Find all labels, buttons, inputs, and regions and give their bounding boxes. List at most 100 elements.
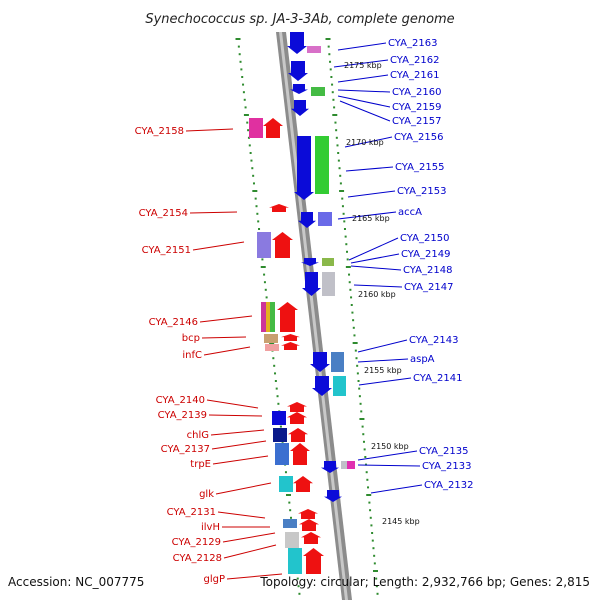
ruler-tick <box>255 205 258 208</box>
gene-label-cya-2161[interactable]: CYA_2161 <box>390 70 439 81</box>
ruler-tick <box>349 288 352 291</box>
gene-label-cya-2141[interactable]: CYA_2141 <box>413 373 462 384</box>
gene-chlG-feature <box>273 428 287 442</box>
gene-label-bcp[interactable]: bcp <box>182 333 200 344</box>
gene-cya-2154-feature <box>269 204 289 212</box>
gene-label-glgp[interactable]: glgP <box>203 574 225 585</box>
gene-cya-2131-feature <box>283 519 297 528</box>
gene-label-cya-2160[interactable]: CYA_2160 <box>392 87 441 98</box>
leader-glk <box>215 482 272 495</box>
gene-label-cya-2139[interactable]: CYA_2139 <box>158 410 207 421</box>
ruler-tick <box>341 205 344 208</box>
gene-trpE-feature <box>290 443 310 465</box>
leader-infC <box>203 346 251 356</box>
ruler-tick <box>252 190 258 192</box>
ruler-tick <box>235 38 241 40</box>
gene-label-cya-2154[interactable]: CYA_2154 <box>139 208 188 219</box>
gene-label-cya-2149[interactable]: CYA_2149 <box>401 249 450 260</box>
ruler-tick <box>331 91 334 94</box>
gene-label-cya-2156[interactable]: CYA_2156 <box>394 132 443 143</box>
gene-cya-2133b-feature <box>347 461 355 469</box>
gene-label-cya-2137[interactable]: CYA_2137 <box>161 444 210 455</box>
gene-label-cya-2159[interactable]: CYA_2159 <box>392 102 441 113</box>
gene-label-cya-2129[interactable]: CYA_2129 <box>172 537 221 548</box>
leader-cya-2137 <box>211 440 267 450</box>
gene-label-cya-2162[interactable]: CYA_2162 <box>390 55 439 66</box>
gene-label-cya-2155[interactable]: CYA_2155 <box>395 162 444 173</box>
leader-cya-2159 <box>337 95 391 108</box>
ruler-tick <box>277 402 280 405</box>
gene-label-cya-2151[interactable]: CYA_2151 <box>142 245 191 256</box>
ruler-tick <box>263 281 266 284</box>
gene-label-cya-2157[interactable]: CYA_2157 <box>392 116 441 127</box>
ruler-tick <box>362 433 365 436</box>
leader-cya-2149 <box>350 253 400 264</box>
gene-cya-2156-feature <box>294 136 314 200</box>
gene-label-cya-2163[interactable]: CYA_2163 <box>388 38 437 49</box>
gene-label-cya-2140[interactable]: CYA_2140 <box>156 395 205 406</box>
leader-cya-2151 <box>192 241 245 251</box>
gene-label-chlg[interactable]: chlG <box>187 430 209 441</box>
leader-aspA <box>357 358 409 363</box>
gene-infC-b-feature <box>281 342 300 350</box>
ruler-tick <box>371 539 374 542</box>
gene-accA-feature <box>318 212 332 226</box>
gene-label-glk[interactable]: glk <box>199 489 214 500</box>
ruler-tick <box>375 577 378 580</box>
leader-cya-2156 <box>344 136 393 148</box>
gene-cya-2159-feature <box>311 87 325 96</box>
leader-cya-2133 <box>357 464 421 467</box>
gene-cya-2146b-feature <box>277 302 298 332</box>
gene-label-cya-2135[interactable]: CYA_2135 <box>419 446 468 457</box>
gene-infC-feature <box>265 344 279 351</box>
leader-cya-2147 <box>353 284 403 288</box>
ruler-tick <box>337 159 340 162</box>
ruler-tick <box>339 182 342 185</box>
ruler-tick <box>244 106 247 109</box>
gene-cya-2135-feature <box>321 461 339 473</box>
gene-label-cya-2150[interactable]: CYA_2150 <box>400 233 449 244</box>
ruler-tick <box>352 342 358 344</box>
gene-label-cya-2143[interactable]: CYA_2143 <box>409 335 458 346</box>
gene-label-cya-2128[interactable]: CYA_2128 <box>173 553 222 564</box>
gene-label-cya-2158[interactable]: CYA_2158 <box>135 126 184 137</box>
gene-label-cya-2132[interactable]: CYA_2132 <box>424 480 473 491</box>
ruler-tick <box>351 311 354 314</box>
ruler-tick <box>327 45 330 48</box>
gene-label-trpe[interactable]: trpE <box>190 459 211 470</box>
gene-cya-2151b-feature <box>272 232 293 258</box>
gene-label-cya-2146[interactable]: CYA_2146 <box>149 317 198 328</box>
ruler-tick <box>363 448 366 451</box>
gene-label-cya-2148[interactable]: CYA_2148 <box>403 265 452 276</box>
gene-label-infc[interactable]: infC <box>182 350 202 361</box>
gene-label-cya-2153[interactable]: CYA_2153 <box>397 186 446 197</box>
gene-label-ilvh[interactable]: ilvH <box>201 522 220 533</box>
leader-cya-2158 <box>185 128 234 132</box>
ruler-tick <box>247 129 250 132</box>
ruler-tick <box>335 129 338 132</box>
gene-chlG-b-feature <box>288 428 308 442</box>
ruler-tick <box>332 98 335 101</box>
leader-cya-2154 <box>189 211 238 214</box>
gene-label-aspa[interactable]: aspA <box>410 354 435 365</box>
ruler-tick <box>370 524 373 527</box>
gene-label-cya-2131[interactable]: CYA_2131 <box>167 507 216 518</box>
leader-cya-2140 <box>206 399 259 409</box>
gene-cya-2157-feature <box>291 100 309 116</box>
ruler-tick <box>344 235 347 238</box>
gene-cya-2162-feature <box>307 46 321 53</box>
ruler-tick <box>246 121 249 124</box>
gene-cya-2137-feature <box>275 443 289 465</box>
ruler-tick <box>352 319 355 322</box>
ruler-tick <box>364 456 367 458</box>
ruler-tick <box>325 38 331 40</box>
ruler-tick <box>249 152 252 154</box>
kbp-label-2165: 2165 kbp <box>352 214 390 223</box>
gene-label-cya-2133[interactable]: CYA_2133 <box>422 461 471 472</box>
gene-label-acca[interactable]: accA <box>398 207 422 218</box>
ruler-tick <box>359 402 362 405</box>
gene-label-cya-2147[interactable]: CYA_2147 <box>404 282 453 293</box>
ruler-tick <box>369 509 372 512</box>
ruler-tick <box>285 494 291 496</box>
ruler-tick <box>329 60 332 63</box>
